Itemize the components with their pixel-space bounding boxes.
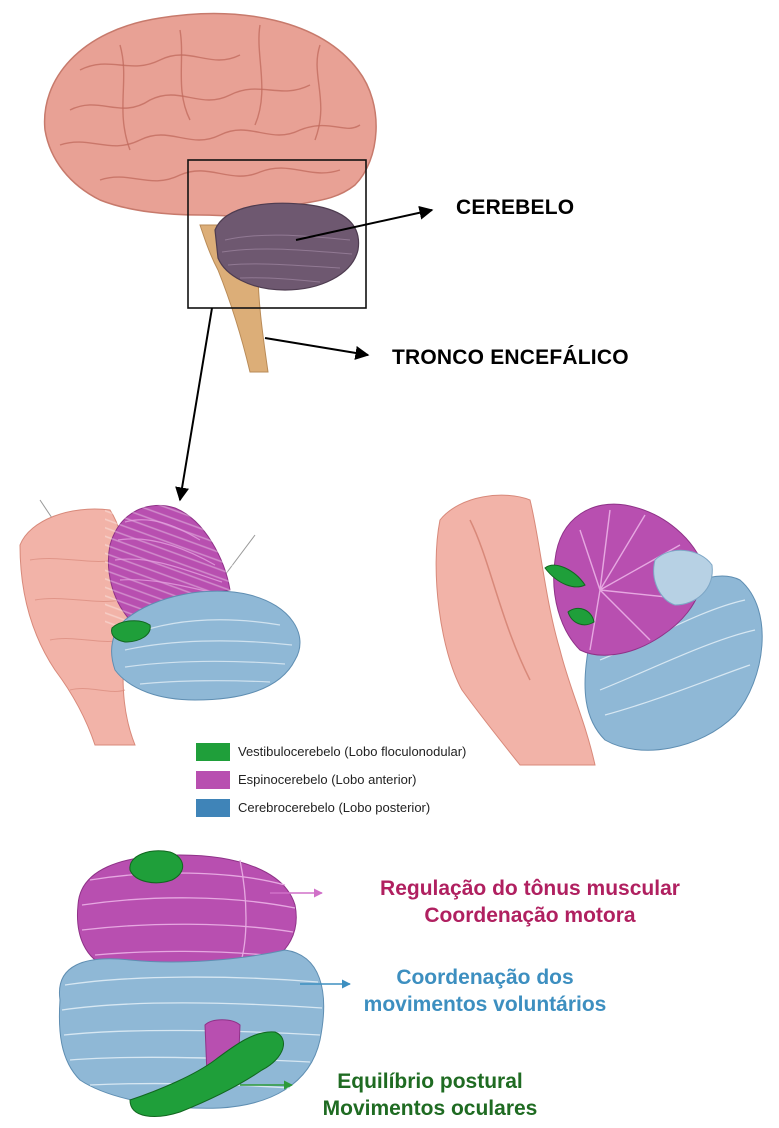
legend-item-cerebrocerebelo: Cerebrocerebelo (Lobo posterior) — [196, 796, 526, 819]
tronco-pointer-arrow — [265, 338, 368, 355]
legend-label: Cerebrocerebelo (Lobo posterior) — [238, 800, 430, 815]
cerebellum-sagittal-view — [436, 495, 762, 765]
legend-label: Espinocerebelo (Lobo anterior) — [238, 772, 417, 787]
zoom-arrow — [180, 308, 212, 500]
legend-swatch-blue — [196, 799, 230, 817]
posterior-vestibulo-top — [130, 851, 183, 883]
label-tronco-encefalico: TRONCO ENCEFÁLICO — [392, 346, 629, 370]
function-line: Coordenação motora — [335, 902, 725, 929]
function-line: Movimentos oculares — [300, 1095, 560, 1122]
function-vestibulocerebelo: Equilíbrio postural Movimentos oculares — [300, 1068, 560, 1122]
function-line: Coordenação dos — [330, 964, 640, 991]
legend-item-vestibulocerebelo: Vestibulocerebelo (Lobo floculonodular) — [196, 740, 526, 763]
function-cerebrocerebelo: Coordenação dos movimentos voluntários — [330, 964, 640, 1018]
cerebrum — [45, 14, 377, 217]
legend-swatch-green — [196, 743, 230, 761]
legend-swatch-purple — [196, 771, 230, 789]
legend-item-espinocerebelo: Espinocerebelo (Lobo anterior) — [196, 768, 526, 791]
function-line: Regulação do tônus muscular — [335, 875, 725, 902]
function-espinocerebelo: Regulação do tônus muscular Coordenação … — [335, 875, 725, 929]
brain-illustration — [45, 14, 432, 500]
function-line: movimentos voluntários — [330, 991, 640, 1018]
cerebellum-lateral-view — [20, 500, 300, 745]
cerebellum-top — [215, 203, 359, 290]
legend: Vestibulocerebelo (Lobo floculonodular) … — [196, 740, 526, 824]
function-line: Equilíbrio postural — [300, 1068, 560, 1095]
legend-label: Vestibulocerebelo (Lobo floculonodular) — [238, 744, 466, 759]
label-cerebelo: CEREBELO — [456, 196, 574, 220]
